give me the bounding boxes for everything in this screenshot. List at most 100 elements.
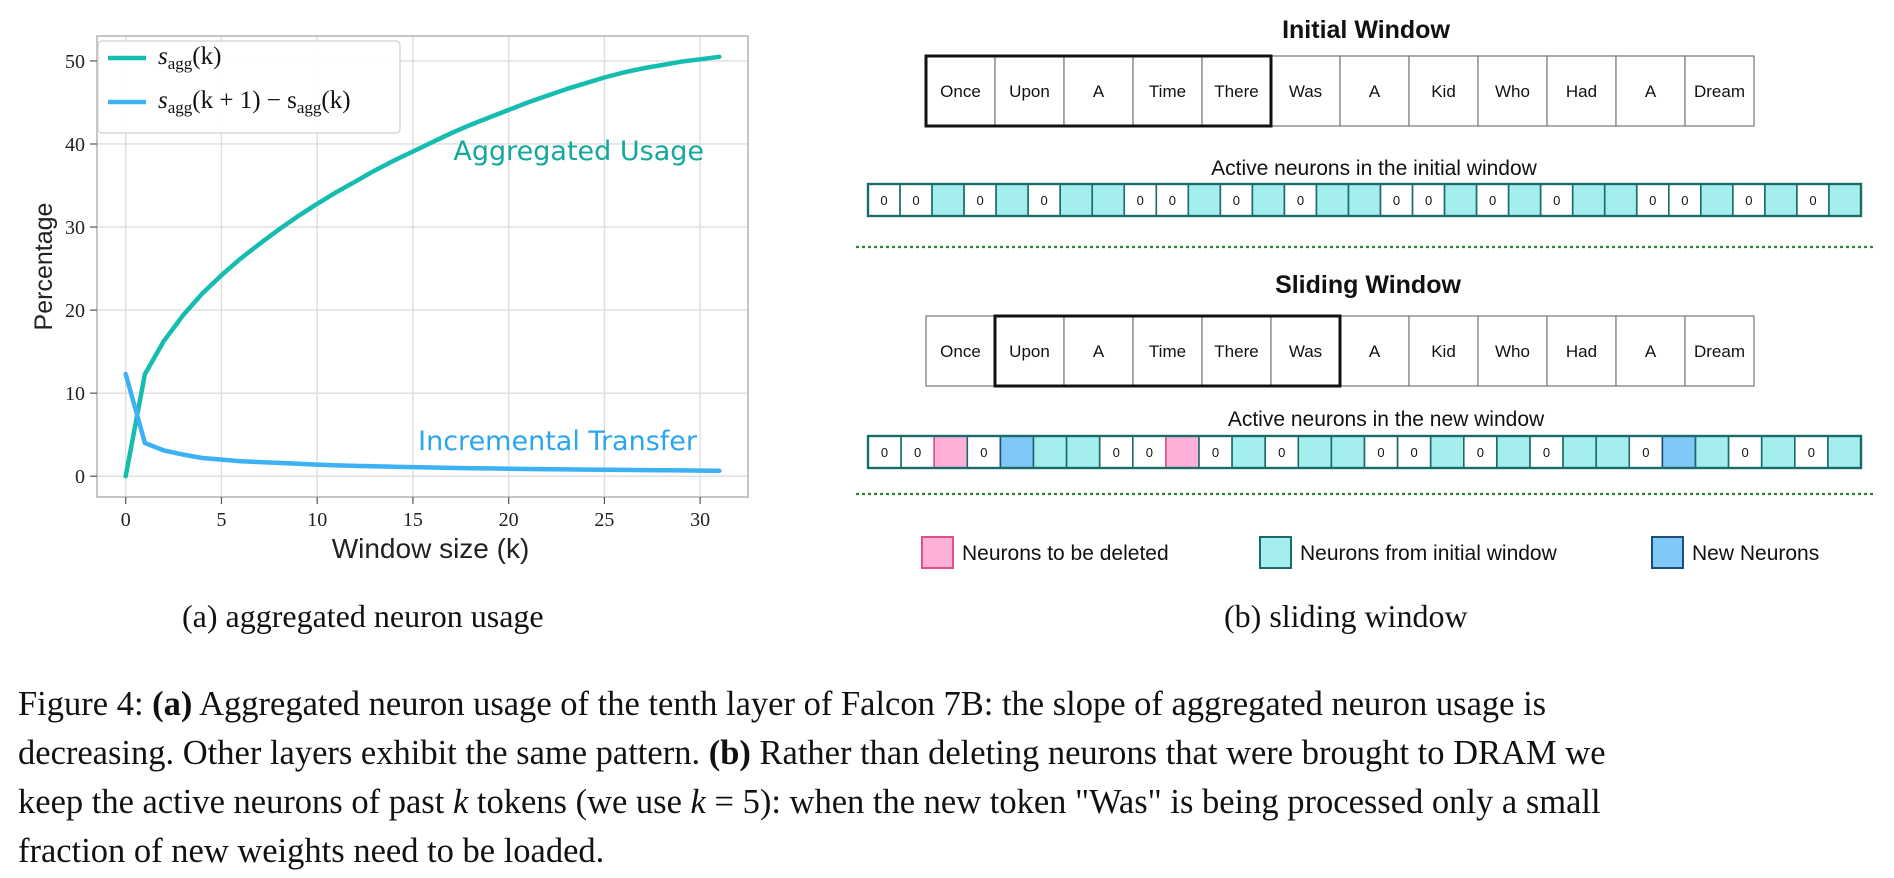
new-neuron-cell [999, 435, 1035, 469]
y-tick-label: 0 [75, 466, 85, 488]
new-neuron-zero: 0 [1146, 445, 1153, 460]
caption-segment: fraction of new weights need to be loade… [18, 832, 605, 870]
y-tick-label: 20 [65, 300, 85, 322]
new-neuron-cell [1297, 435, 1333, 469]
initial-neuron-zero: 0 [1649, 193, 1656, 208]
caption-segment: k [690, 783, 706, 821]
sliding-token-label: A [1645, 342, 1657, 361]
legend-label-2: New Neurons [1692, 542, 1819, 565]
legend-text-part: agg [297, 98, 322, 117]
new-neuron-cell [1032, 435, 1068, 469]
caption-line: keep the active neurons of past k tokens… [18, 778, 1878, 827]
new-neuron-cell [1595, 435, 1631, 469]
sliding-window-title: Sliding Window [1275, 271, 1461, 299]
initial-neuron-zero: 0 [1553, 193, 1560, 208]
caption-segment: Figure 4: [18, 685, 153, 723]
initial-neuron-zero: 0 [1681, 193, 1688, 208]
caption-line: Figure 4: (a) Aggregated neuron usage of… [18, 680, 1878, 729]
x-axis-label: Window size (k) [332, 533, 530, 564]
new-neuron-cell [1529, 435, 1564, 469]
initial-token-cell [1684, 55, 1755, 127]
new-neuron-cell [1661, 435, 1697, 469]
initial-neuron-zero: 0 [976, 193, 983, 208]
new-neuron-cell [1827, 435, 1862, 469]
initial-neuron-zero: 0 [880, 193, 887, 208]
legend: sagg(k)sagg(k + 1) − sagg(k) [97, 40, 401, 134]
caption-segment: keep the active neurons of past [18, 783, 453, 821]
sliding-token-label: Upon [1009, 342, 1050, 361]
series-line-incremental-transfer [123, 371, 722, 474]
initial-token-label: A [1093, 82, 1105, 101]
legend-entry: sagg(k + 1) − sagg(k) [158, 87, 351, 117]
new-neuron-zero: 0 [1477, 445, 1484, 460]
initial-token-cell [1132, 55, 1203, 127]
initial-token-label: A [1369, 82, 1381, 101]
initial-token-label: Dream [1694, 82, 1745, 101]
legend-text-part: (k) [192, 43, 221, 70]
sliding-token-cell [1684, 315, 1755, 387]
caption-line: fraction of new weights need to be loade… [18, 827, 1878, 876]
caption-segment: Rather than deleting neurons that were b… [750, 734, 1606, 772]
sliding-token-cell [925, 315, 996, 387]
new-neuron-zero: 0 [1278, 445, 1285, 460]
caption-segment: (b) [708, 734, 751, 772]
sliding-token-label: Had [1566, 342, 1597, 361]
new-neuron-zero: 0 [914, 445, 921, 460]
series-line-aggregated-usage [123, 54, 722, 479]
initial-neuron-zero: 0 [912, 193, 919, 208]
x-tick-label: 15 [403, 509, 423, 531]
initial-neuron-zero: 0 [1745, 193, 1752, 208]
initial-neuron-cell [1539, 183, 1574, 217]
initial-neuron-zero: 0 [1041, 193, 1048, 208]
new-neuron-cell [1694, 435, 1730, 469]
legend-text-part: agg [168, 54, 193, 73]
sliding-token-label: A [1093, 342, 1105, 361]
x-tick-label: 10 [307, 509, 327, 531]
initial-token-label: Once [940, 82, 981, 101]
sliding-token-cell [1546, 315, 1617, 387]
caption-segment: k [452, 783, 469, 821]
initial-token-label: Who [1495, 82, 1530, 101]
new-neuron-zero: 0 [1113, 445, 1120, 460]
initial-token-cell [1477, 55, 1548, 127]
new-neuron-zero: 0 [881, 445, 888, 460]
sliding-token-label: Who [1495, 342, 1530, 361]
initial-neuron-cell [1764, 183, 1798, 217]
x-tick-label: 0 [121, 509, 131, 531]
initial-neuron-cell [931, 183, 965, 217]
initial-neuron-cell [1603, 183, 1638, 217]
initial-token-cell [1339, 55, 1410, 127]
new-neuron-cell [933, 435, 969, 469]
initial-neuron-cell [1315, 183, 1350, 217]
sliding-token-label: There [1214, 342, 1258, 361]
initial-token-label: Kid [1431, 82, 1456, 101]
sliding-token-cell [1477, 315, 1548, 387]
legend-text-part: (k) [321, 87, 350, 114]
new-neuron-cell [1760, 435, 1796, 469]
x-tick-label: 30 [690, 509, 710, 531]
y-tick-label: 10 [65, 383, 85, 405]
y-tick-label: 50 [65, 51, 85, 73]
initial-neuron-cell [1507, 183, 1542, 217]
legend-swatch-2 [1651, 536, 1684, 569]
new-neuron-zero: 0 [1543, 445, 1550, 460]
legend-text-part: s [158, 87, 168, 114]
new-neuron-cell [900, 435, 935, 469]
new-neuron-row-frame [866, 434, 1863, 470]
initial-token-cell [1063, 55, 1134, 127]
initial-neuron-cell [1443, 183, 1478, 217]
initial-window-frame [924, 54, 1273, 128]
new-neuron-zero: 0 [980, 445, 987, 460]
initial-token-label: Time [1149, 82, 1186, 101]
new-neuron-cell [1496, 435, 1531, 469]
new-neuron-zero: 0 [1411, 445, 1418, 460]
caption-segment: Aggregated neuron usage of the tenth lay… [192, 685, 1547, 723]
initial-token-cell [994, 55, 1065, 127]
initial-neuron-zero: 0 [1489, 193, 1496, 208]
initial-token-cell [1615, 55, 1686, 127]
initial-neuron-cell [1187, 183, 1222, 217]
sliding-token-label: A [1369, 342, 1381, 361]
initial-neuron-zero: 0 [1809, 193, 1816, 208]
panel-b-caption: (b) sliding window [1224, 598, 1468, 634]
